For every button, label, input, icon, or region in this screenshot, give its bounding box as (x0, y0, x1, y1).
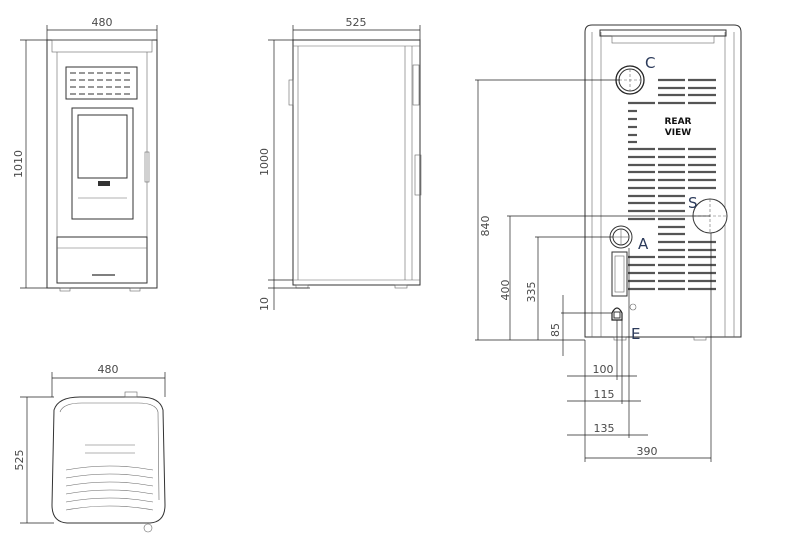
foot-height-dimension: 10 (258, 297, 271, 311)
side-view: 525 1000 10 (258, 16, 422, 311)
rear-view-title-line2: VIEW (665, 128, 691, 138)
dimension-e2-offset: 115 (594, 388, 615, 401)
front-width-dimension: 480 (92, 16, 113, 29)
dimension-s-height: 400 (499, 280, 512, 301)
top-view: 480 525 (13, 363, 166, 533)
label-s: S (688, 194, 698, 212)
rear-view-title-line1: REAR (665, 117, 692, 127)
side-height-dimension: 1000 (258, 148, 271, 176)
vent-slots (628, 147, 716, 291)
label-e: E (631, 325, 640, 343)
dimension-a-offset: 135 (594, 422, 615, 435)
dimension-a-height: 335 (525, 282, 538, 303)
label-c: C (645, 54, 655, 72)
dimension-c-height: 840 (479, 216, 492, 237)
top-depth-dimension: 525 (13, 450, 26, 471)
dimension-s-offset: 390 (637, 445, 658, 458)
side-depth-dimension: 525 (346, 16, 367, 29)
front-view: 480 1010 (12, 16, 158, 292)
label-a: A (638, 235, 649, 253)
top-width-dimension: 480 (98, 363, 119, 376)
dimension-e-height: 85 (549, 323, 562, 337)
rear-view: REAR VIEW C S A E 840 400 335 (475, 24, 742, 462)
dimension-e-offset: 100 (593, 363, 614, 376)
front-height-dimension: 1010 (12, 150, 25, 178)
